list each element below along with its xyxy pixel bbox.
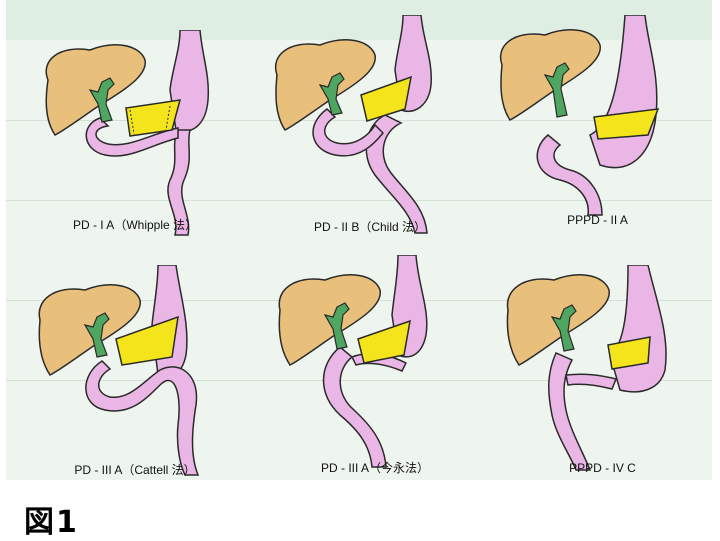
pancreas-remnant [360, 75, 412, 122]
panel-pppd-2a: PPPD - II A [490, 15, 705, 245]
jejunum-loop [322, 346, 387, 468]
panel-caption: PPPD - II A [567, 213, 628, 227]
panel-whipple: PD - I A（Whipple 法） [30, 30, 240, 245]
jejunum-loop [547, 352, 592, 471]
bile-duct [318, 72, 345, 116]
pancreas-remnant [593, 108, 660, 140]
jejunum-limb [85, 117, 179, 157]
panel-caption: PD - III A（今永法） [320, 461, 429, 475]
jejunum-loop [365, 114, 428, 234]
jejunum-segment [565, 373, 618, 390]
diagram-pppd-2a [499, 15, 660, 216]
background-rule [6, 200, 712, 201]
panel-imanaga: PD - III A（今永法） [270, 255, 480, 480]
panel-child: PD - II B（Child 法） [265, 15, 475, 245]
suture-line [129, 105, 171, 135]
background-rule [6, 120, 712, 121]
bile-duct [323, 302, 350, 350]
liver [45, 44, 146, 136]
jejunum-limb [312, 108, 385, 157]
bile-duct [83, 312, 110, 358]
panel-caption: PPPD - IV C [569, 461, 636, 475]
bile-duct [550, 304, 577, 352]
panel-caption: PD - III A（Cattell 法） [74, 463, 196, 477]
diagram-child [274, 15, 432, 234]
liver [499, 29, 601, 121]
pancreas-remnant [115, 315, 179, 366]
panel-cattell: PD - III A（Cattell 法） [30, 265, 240, 480]
pancreas-remnant [357, 319, 411, 364]
figure-label: 図1 [24, 505, 79, 540]
liver [274, 39, 376, 131]
diagram-pppd-4c [506, 265, 667, 471]
bile-duct [88, 77, 115, 123]
diagram-whipple [45, 30, 210, 236]
bile-duct [543, 62, 570, 118]
diagram-cattell [38, 265, 200, 476]
pancreas-remnant [125, 99, 182, 137]
panel-caption: PD - I A（Whipple 法） [72, 218, 198, 232]
stomach [589, 15, 658, 169]
diagram-imanaga [278, 255, 428, 468]
background-rule [6, 380, 712, 381]
panel-pppd-4c: PPPD - IV C [500, 265, 705, 480]
pancreas-remnant [607, 336, 651, 370]
jejunum-loop [536, 134, 603, 216]
jejunum-loop [85, 360, 200, 476]
stomach [609, 265, 667, 393]
panel-caption: PD - II B（Child 法） [313, 220, 427, 234]
background-band [6, 0, 712, 40]
stomach [169, 30, 210, 132]
jejunum-loop [167, 129, 191, 236]
